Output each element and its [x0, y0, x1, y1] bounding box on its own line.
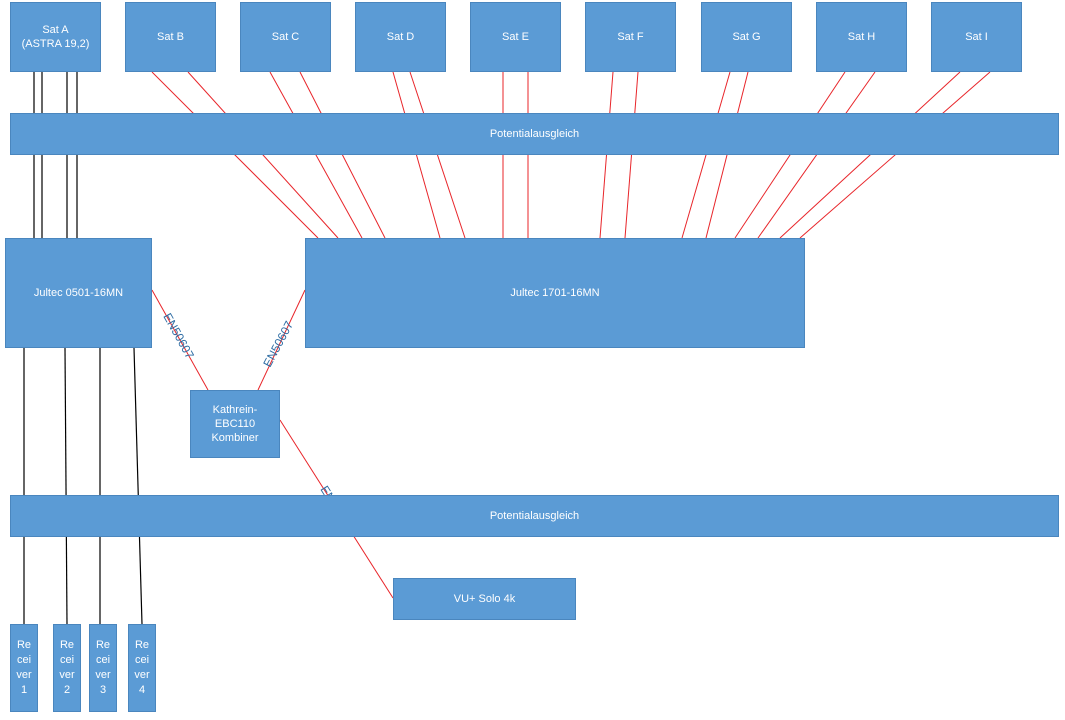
receiver-2: Re cei ver 2 [53, 624, 81, 712]
multiswitch-small: Jultec 0501-16MN [5, 238, 152, 348]
vu-receiver-box: VU+ Solo 4k [393, 578, 576, 620]
bus-top: Potentialausgleich [10, 113, 1059, 155]
sat-d-box: Sat D [355, 2, 446, 72]
black-coax-cables [23, 72, 143, 625]
sat-b-box: Sat B [125, 2, 216, 72]
edge-label-left: EN50607 [160, 311, 197, 362]
receiver-1: Re cei ver 1 [10, 624, 38, 712]
sat-a-box: Sat A (ASTRA 19,2) [10, 2, 101, 72]
sat-g-box: Sat G [701, 2, 792, 72]
receiver-3: Re cei ver 3 [89, 624, 117, 712]
multiswitch-large: Jultec 1701-16MN [305, 238, 805, 348]
red-coax-cables [151, 71, 991, 599]
edge-label-right: EN50607 [260, 318, 296, 369]
bus-bottom: Potentialausgleich [10, 495, 1059, 537]
sat-h-box: Sat H [816, 2, 907, 72]
sat-f-box: Sat F [585, 2, 676, 72]
sat-e-box: Sat E [470, 2, 561, 72]
combiner-box: Kathrein- EBC110 Kombiner [190, 390, 280, 458]
sat-i-box: Sat I [931, 2, 1022, 72]
receiver-4: Re cei ver 4 [128, 624, 156, 712]
sat-c-box: Sat C [240, 2, 331, 72]
